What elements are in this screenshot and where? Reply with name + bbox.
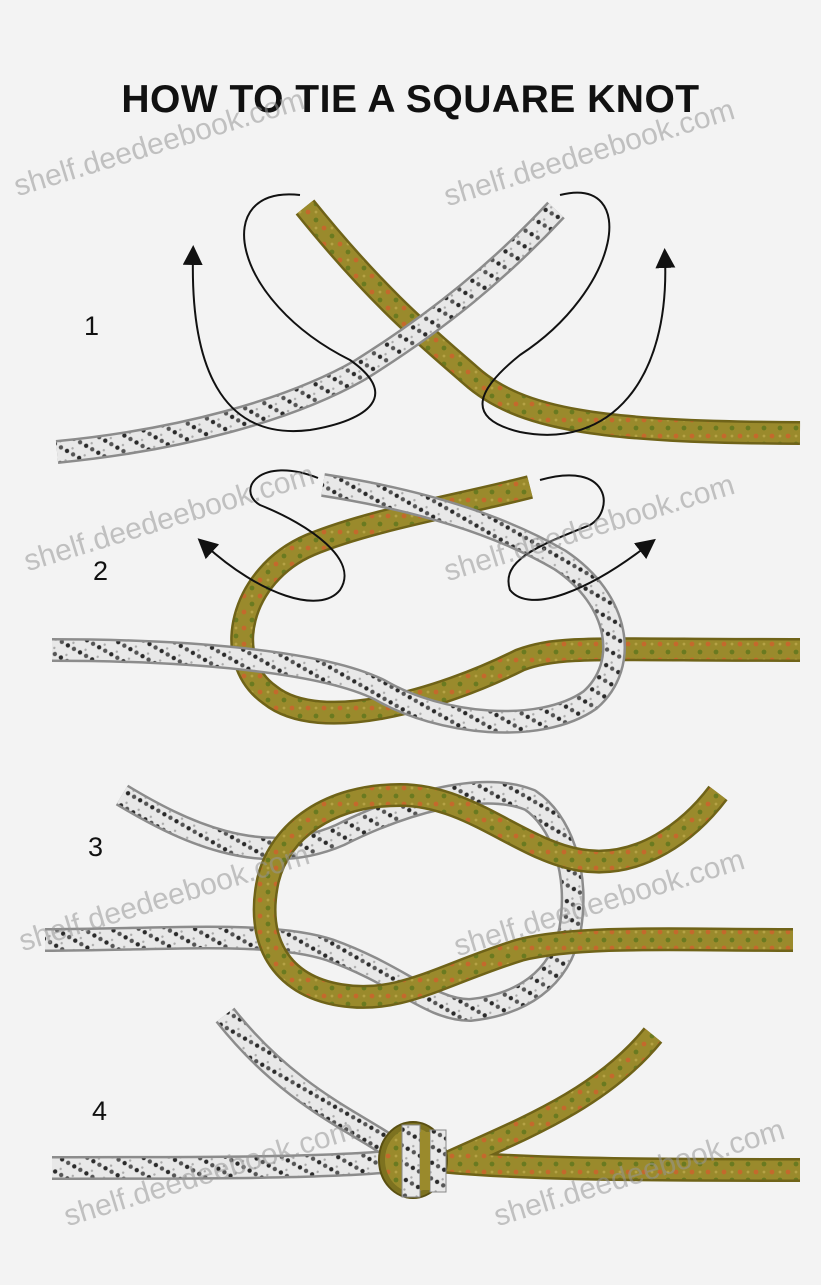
square-knot [379, 1122, 447, 1198]
white-rope [57, 210, 556, 452]
step-1-drawing [57, 193, 800, 452]
gold-rope [305, 207, 800, 433]
